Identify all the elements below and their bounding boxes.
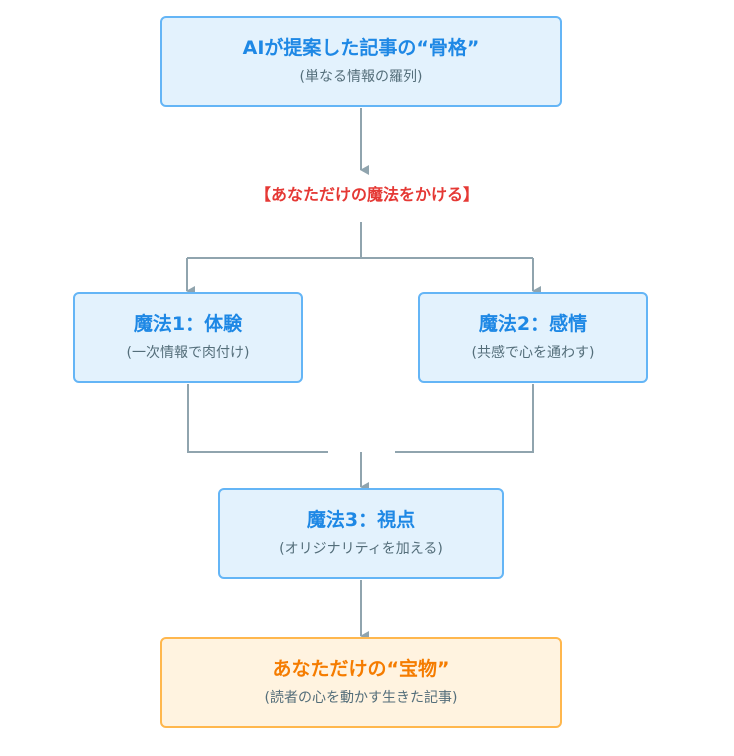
node-magic2-subtitle: (共感で心を通わす): [471, 345, 595, 361]
node-magic1-title: 魔法1：体験: [133, 313, 243, 336]
node-ai-skeleton: AIが提案した記事の“骨格” (単なる情報の羅列): [160, 16, 562, 107]
node-magic1-experience: 魔法1：体験 (一次情報で肉付け): [73, 292, 303, 383]
connector-magic1-to-merge: [187, 384, 328, 453]
node-final-title: あなただけの“宝物”: [272, 658, 450, 681]
magic-label: 【あなただけの魔法をかける】: [254, 185, 479, 204]
connector-magic2-to-merge: [395, 384, 534, 453]
node-ai-skeleton-subtitle: (単なる情報の羅列): [299, 69, 423, 85]
node-final-treasure: あなただけの“宝物” (読者の心を動かす生きた記事): [160, 637, 562, 728]
node-magic2-title: 魔法2：感情: [478, 313, 588, 336]
node-magic3-perspective: 魔法3：視点 (オリジナリティを加える): [218, 488, 504, 579]
node-magic3-title: 魔法3：視点: [306, 509, 416, 532]
node-magic1-subtitle: (一次情報で肉付け): [126, 345, 250, 361]
node-magic3-subtitle: (オリジナリティを加える): [279, 541, 443, 557]
node-magic2-emotion: 魔法2：感情 (共感で心を通わす): [418, 292, 648, 383]
node-final-subtitle: (読者の心を動かす生きた記事): [264, 690, 458, 706]
node-ai-skeleton-title: AIが提案した記事の“骨格”: [242, 37, 480, 60]
